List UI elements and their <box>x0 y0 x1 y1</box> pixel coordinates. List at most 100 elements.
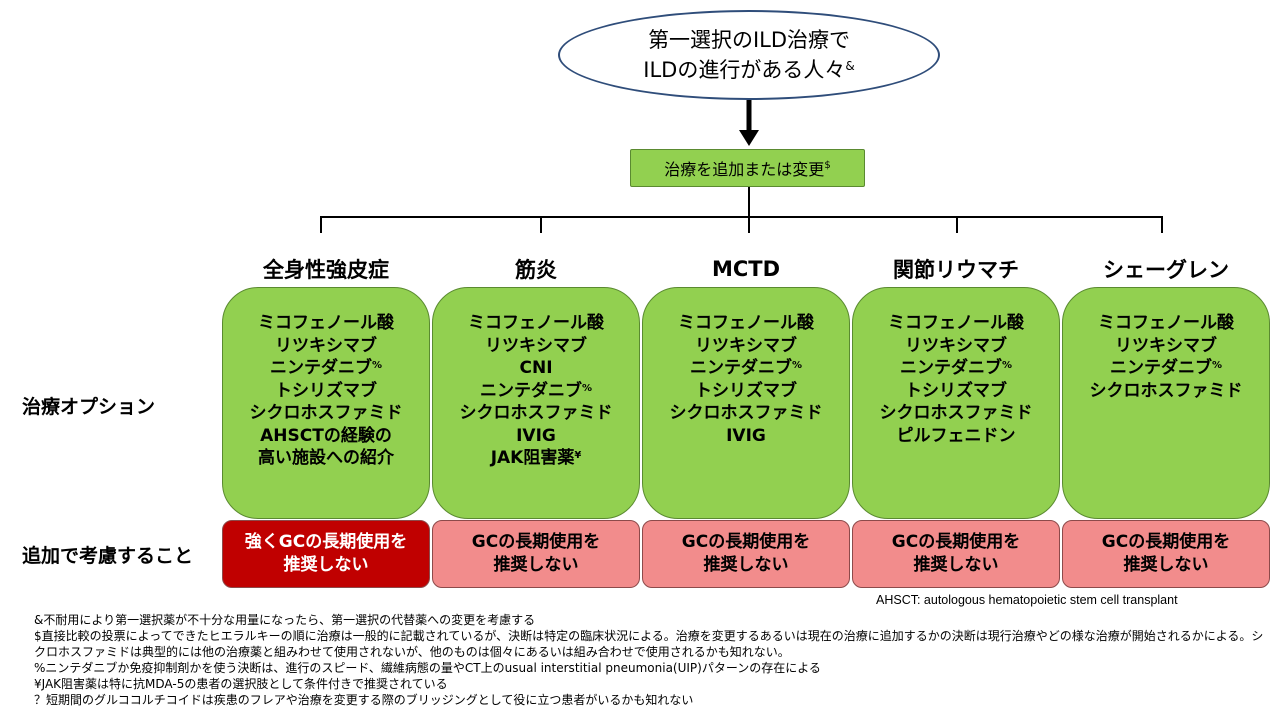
top-node-oval: 第一選択のILD治療で ILDの進行がある人々& <box>558 10 940 100</box>
footnote-yen: ¥JAK阻害薬は特に抗MDA-5の患者の選択肢として条件付きで推奨されている <box>34 677 448 691</box>
treatment-option: リツキシマブ <box>695 335 797 358</box>
treatment-option-text: AHSCTの経験の <box>260 425 392 446</box>
treatment-option: シクロホスファミド <box>880 402 1033 425</box>
consideration-text: 推奨しない <box>493 555 579 575</box>
treatment-option: IVIG <box>516 425 556 448</box>
treatment-option-text: リツキシマブ <box>275 335 377 356</box>
disease-header-3: MCTD <box>711 257 781 281</box>
disease-header-5: シェーグレン <box>1103 258 1229 282</box>
treatment-option-text: シクロホスファミド <box>879 403 1033 423</box>
treatment-option: リツキシマブ <box>905 335 1007 358</box>
treatment-option-text: ミコフェノール酸 <box>888 313 1024 333</box>
treatment-option-text: 高い施設への紹介 <box>258 448 394 468</box>
treatment-option: シクロホスファミド <box>250 402 403 425</box>
treatment-options-box-5: ミコフェノール酸リツキシマブニンテダニブ%シクロホスファミド <box>1062 287 1270 519</box>
treatment-option-text: ミコフェノール酸 <box>678 313 814 333</box>
treatment-option: ニンテダニブ% <box>480 380 592 403</box>
treatment-option: ニンテダニブ% <box>270 357 382 380</box>
treatment-option: JAK阻害薬¥ <box>491 447 582 470</box>
treatment-option-text: トシリズマブ <box>905 380 1007 401</box>
treatment-option-text: ニンテダニブ <box>269 358 372 378</box>
treatment-option: ミコフェノール酸 <box>888 312 1024 335</box>
treatment-option-text: リツキシマブ <box>485 335 587 356</box>
treatment-option-text: シクロホスファミド <box>1089 380 1243 401</box>
change-treatment-footnote-mark: $ <box>824 159 831 171</box>
disease-header-2: 筋炎 <box>515 258 557 282</box>
treatment-option-text: ピルフェニドン <box>896 425 1016 446</box>
treatment-option-text: JAK阻害薬 <box>490 448 575 468</box>
treatment-option-text: トシリズマブ <box>275 380 377 401</box>
treatment-option: CNI <box>519 357 552 380</box>
treatment-option: ピルフェニドン <box>897 425 1016 448</box>
footnotes: &不耐用により第一選択薬が不十分な用量になったら、第一選択の代替薬への変更を考慮… <box>34 612 1264 708</box>
consideration-text: 強くGCの長期使用を <box>244 532 408 552</box>
treatment-option: ミコフェノール酸 <box>258 312 394 335</box>
treatment-option-footnote-mark: % <box>1211 360 1223 371</box>
consideration-text: 推奨しない <box>283 555 369 575</box>
treatment-option: ニンテダニブ% <box>1110 357 1222 380</box>
footnote-ampersand: &不耐用により第一選択薬が不十分な用量になったら、第一選択の代替薬への変更を考慮… <box>34 613 536 627</box>
treatment-option-text: トシリズマブ <box>695 380 797 401</box>
consideration-text: GCの長期使用を <box>891 532 1021 552</box>
top-node-line2: ILDの進行がある人々& <box>643 58 855 82</box>
treatment-option: リツキシマブ <box>1115 335 1217 358</box>
treatment-option-footnote-mark: % <box>581 382 593 394</box>
treatment-option-text: ミコフェノール酸 <box>258 313 394 333</box>
treatment-option-text: IVIG <box>726 425 766 446</box>
consideration-box-5: GCの長期使用を推奨しない <box>1062 520 1270 588</box>
treatment-option: ミコフェノール酸 <box>468 312 604 335</box>
treatment-option: トシリズマブ <box>275 380 377 403</box>
treatment-option-text: ニンテダニブ <box>1109 358 1212 378</box>
consideration-text: 推奨しない <box>1123 555 1209 575</box>
treatment-option-text: ニンテダニブ <box>479 380 582 401</box>
treatment-option: シクロホスファミド <box>670 402 823 425</box>
footnote-dollar: $直接比較の投票によってできたヒエラルキーの順に治療は一般的に記載されているが、… <box>34 629 1264 659</box>
consideration-box-4: GCの長期使用を推奨しない <box>852 520 1060 588</box>
consideration-box-2: GCの長期使用を推奨しない <box>432 520 640 588</box>
treatment-option-text: ニンテダニブ <box>689 358 792 378</box>
treatment-option: ニンテダニブ% <box>690 357 802 380</box>
treatment-option-footnote-mark: % <box>371 360 383 371</box>
treatment-option-text: CNI <box>519 358 553 378</box>
treatment-option: IVIG <box>726 425 766 448</box>
treatment-option-text: ミコフェノール酸 <box>1098 313 1234 333</box>
consideration-text: GCの長期使用を <box>471 532 601 552</box>
treatment-option: シクロホスファミド <box>460 402 613 425</box>
footnote-question: ？短期間のグルココルチコイドは疾患のフレアや治療を変更する際のブリッジングとして… <box>34 693 694 707</box>
treatment-options-box-4: ミコフェノール酸リツキシマブニンテダニブ%トシリズマブシクロホスファミドピルフェ… <box>852 287 1060 519</box>
treatment-option: トシリズマブ <box>695 380 797 403</box>
consideration-text: GCの長期使用を <box>681 532 811 552</box>
treatment-option-text: シクロホスファミド <box>249 403 403 423</box>
treatment-option: リツキシマブ <box>275 335 377 358</box>
consideration-text: GCの長期使用を <box>1101 532 1231 552</box>
change-treatment-node: 治療を追加または変更$ <box>630 149 865 187</box>
treatment-option-text: ミコフェノール酸 <box>468 313 604 333</box>
treatment-option: リツキシマブ <box>485 335 587 358</box>
consideration-text: 推奨しない <box>913 555 999 575</box>
treatment-option: AHSCTの経験の <box>260 425 392 448</box>
row-label-options: 治療オプション <box>22 396 156 418</box>
treatment-option-text: シクロホスファミド <box>669 403 823 423</box>
change-treatment-label: 治療を追加または変更 <box>664 160 825 179</box>
treatment-option-text: ニンテダニブ <box>899 358 1002 378</box>
abbreviation-note: AHSCT: autologous hematopoietic stem cel… <box>876 593 1178 607</box>
treatment-option: 高い施設への紹介 <box>258 447 394 470</box>
row-label-consider: 追加で考慮すること <box>22 545 194 567</box>
treatment-option-footnote-mark: ¥ <box>574 450 582 461</box>
treatment-option: ミコフェノール酸 <box>678 312 814 335</box>
consideration-box-1: 強くGCの長期使用を推奨しない <box>222 520 430 588</box>
treatment-option-text: IVIG <box>516 425 556 446</box>
disease-header-1: 全身性強皮症 <box>263 258 389 282</box>
treatment-option: シクロホスファミド <box>1090 380 1243 403</box>
treatment-option-footnote-mark: % <box>1001 360 1013 371</box>
down-arrowhead <box>739 130 759 146</box>
consideration-box-3: GCの長期使用を推奨しない <box>642 520 850 588</box>
treatment-option-text: リツキシマブ <box>1115 335 1217 356</box>
top-node-footnote-mark: & <box>845 59 855 73</box>
top-node-line1: 第一選択のILD治療で <box>647 28 851 52</box>
treatment-option: ニンテダニブ% <box>900 357 1012 380</box>
treatment-option-text: リツキシマブ <box>695 335 797 356</box>
